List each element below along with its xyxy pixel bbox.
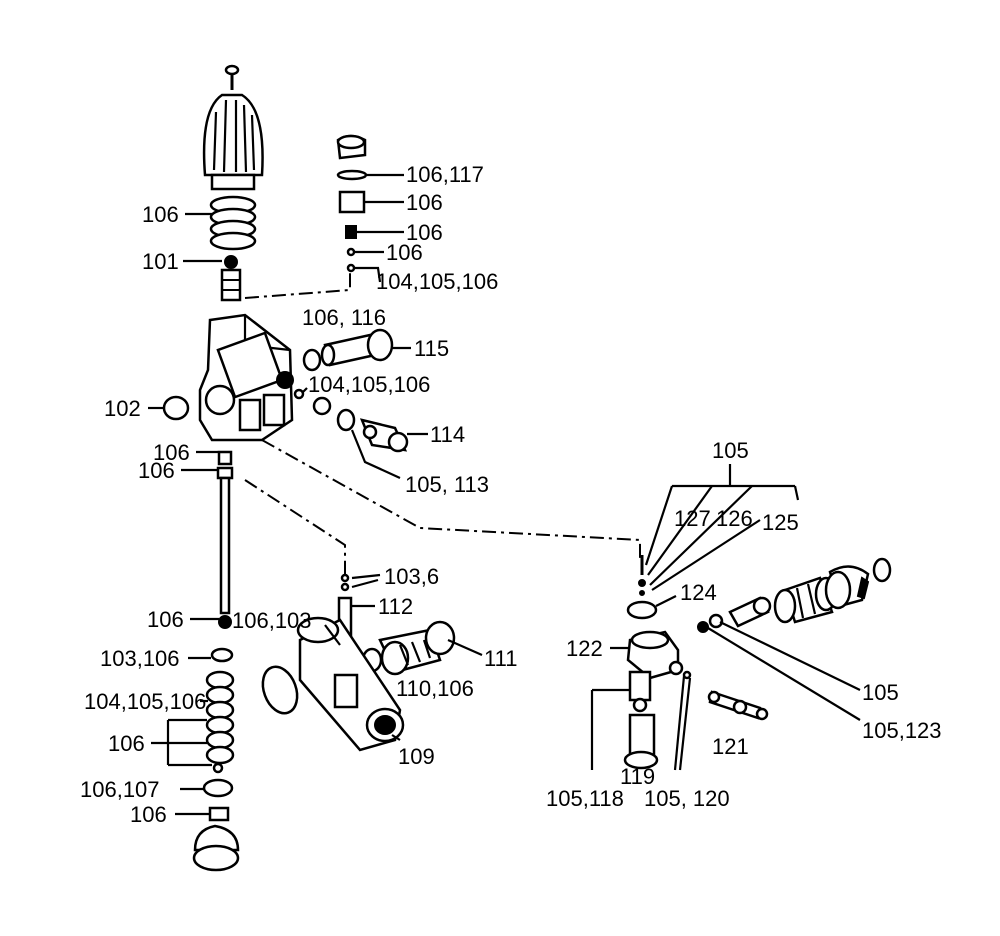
label-106-g: 106 (108, 731, 145, 756)
o-ring-102 (162, 395, 190, 421)
small-parts-125-127 (638, 555, 646, 596)
centerline-mid (244, 479, 346, 575)
label-109: 109 (398, 744, 435, 769)
gasket (261, 665, 299, 715)
ring-105 (708, 613, 724, 629)
label-103-106: 103,106 (100, 646, 180, 671)
label-105-113: 105, 113 (405, 472, 489, 497)
ring-120 (682, 670, 692, 680)
label-106-117: 106,117 (406, 162, 484, 187)
small-ring-b (346, 263, 356, 273)
cap-nut (336, 134, 367, 160)
label-106-c: 106 (386, 240, 423, 265)
label-106-103: 106,103 (232, 608, 312, 633)
label-124: 124 (680, 580, 717, 605)
coupler-cap (824, 565, 870, 610)
fitting-111 (378, 620, 456, 676)
fitting-119 (623, 697, 659, 770)
spring (209, 195, 257, 251)
label-106-b: 106 (406, 220, 443, 245)
label-112: 112 (378, 594, 413, 619)
label-122: 122 (566, 636, 603, 661)
fitting-115 (320, 328, 394, 367)
label-106-spring: 106 (142, 202, 179, 227)
label-121: 121 (712, 734, 749, 759)
small-ring-a (346, 247, 356, 257)
o-ring-117 (336, 169, 368, 181)
small-valve (345, 225, 357, 239)
callout-labels: 106,117 106 106 106 104,105,106 106, 116… (80, 162, 942, 827)
label-127: 127 (674, 506, 711, 531)
label-114: 114 (430, 422, 465, 447)
hose-barb-121 (707, 690, 769, 721)
centerline-right (261, 439, 641, 560)
label-106-107: 106,107 (80, 777, 160, 802)
label-119: 119 (620, 764, 655, 789)
label-106-h: 106 (130, 802, 167, 827)
label-104-105-106-mid: 104,105,106 (308, 372, 430, 397)
label-103-6: 103,6 (384, 564, 439, 589)
fitting-114 (359, 418, 409, 453)
label-106-a: 106 (406, 190, 443, 215)
label-105-right: 105 (862, 680, 899, 705)
label-106-e: 106 (138, 458, 175, 483)
pin-112 (337, 573, 353, 642)
label-105-top: 105 (712, 438, 749, 463)
nozzle (728, 596, 772, 628)
housing-109 (296, 616, 405, 752)
label-105-118: 105,118 (546, 786, 624, 811)
valve-seat (338, 190, 366, 214)
label-111: 111 (484, 646, 517, 671)
o-ring-end (872, 557, 892, 583)
label-104-105-106-top: 104,105,106 (376, 269, 498, 294)
stem-assembly (192, 450, 240, 872)
leader-lines (148, 173, 861, 816)
tee-body-122 (626, 630, 684, 702)
unloader-body (198, 313, 294, 442)
unloader-knob (202, 64, 264, 191)
label-106-f: 106 (147, 607, 184, 632)
label-110-106: 110,106 (396, 676, 474, 701)
ring-123 (697, 621, 709, 633)
label-105-120: 105, 120 (644, 786, 730, 811)
seal-113 (336, 408, 356, 432)
label-102: 102 (104, 396, 141, 421)
plug-small (312, 396, 332, 416)
label-125: 125 (762, 510, 799, 535)
seal-116 (302, 348, 322, 372)
label-126: 126 (716, 506, 753, 531)
label-104-105-106-low: 104,105,106 (84, 689, 206, 714)
label-105-123: 105,123 (862, 718, 942, 743)
label-106-116: 106, 116 (302, 305, 386, 330)
label-101: 101 (142, 249, 179, 274)
label-115: 115 (414, 336, 449, 361)
plug-124 (626, 600, 658, 620)
piston-small (220, 255, 242, 302)
small-ring-mid (293, 388, 305, 400)
centerline-top (244, 268, 351, 299)
label-106-d: 106 (153, 440, 190, 465)
